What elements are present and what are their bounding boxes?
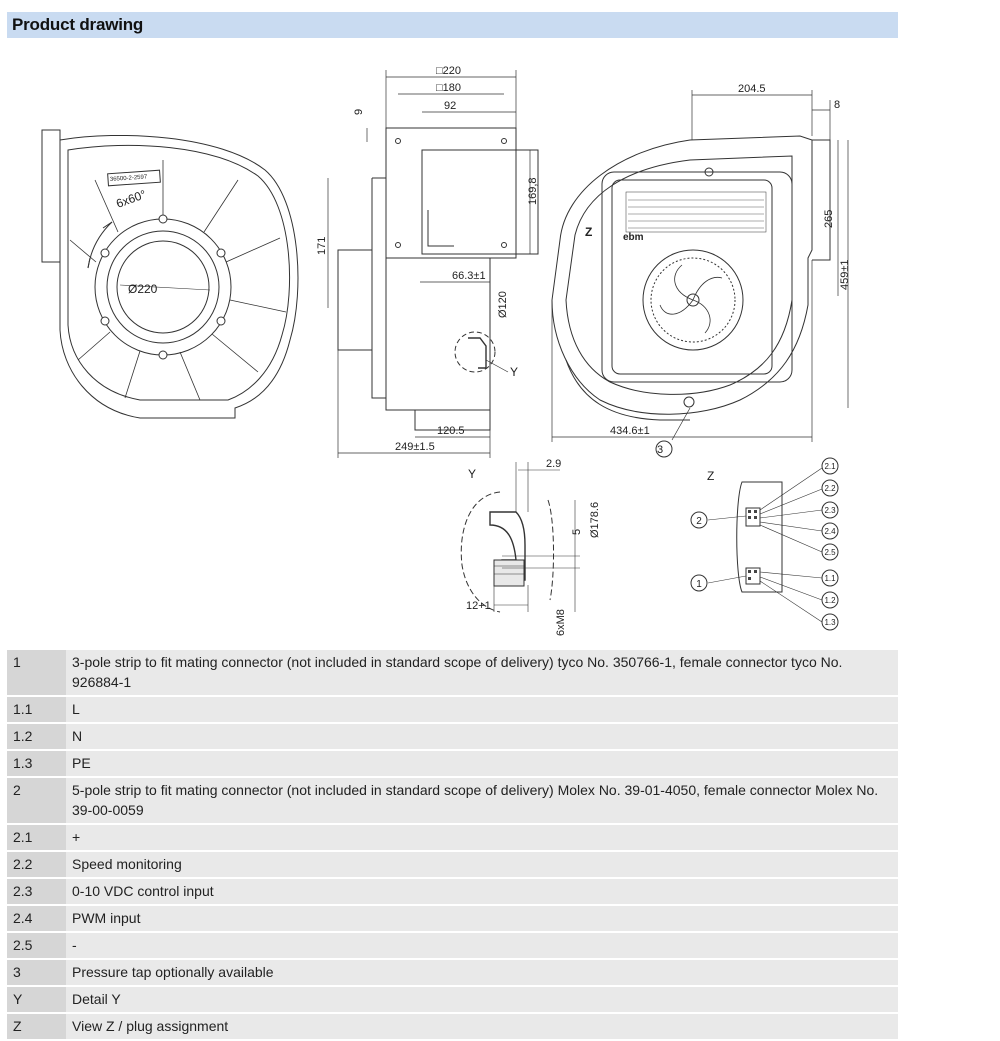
dim-459: 459±1 (839, 259, 851, 290)
dim-5: 5 (571, 529, 583, 535)
side-view (337, 127, 539, 431)
dim-169-8: 169,8 (527, 177, 539, 205)
view-z-title: Z (707, 469, 714, 483)
legend-key: 2.4 (7, 905, 66, 932)
dim-204-5: 204.5 (738, 83, 766, 95)
legend-description: View Z / plug assignment (66, 1013, 898, 1040)
legend-description: 0-10 VDC control input (66, 878, 898, 905)
view-z (655, 440, 839, 631)
legend-key: 2.3 (7, 878, 66, 905)
legend-key: 2 (7, 777, 66, 824)
drawing-labels: □220 □180 92 9 169,8 171 66.3±1 Ø120 120… (110, 65, 851, 636)
callout-2-5: 2.5 (824, 548, 836, 557)
legend-description: L (66, 696, 898, 723)
part-number: 36500-2-2597 (110, 174, 148, 183)
dim-120: Ø120 (497, 291, 509, 318)
dim-434-6: 434.6±1 (610, 425, 650, 437)
dim-m8: 6xM8 (555, 609, 567, 636)
callout-1: 1 (696, 579, 702, 590)
legend-description: PWM input (66, 905, 898, 932)
dim-8: 8 (834, 99, 840, 111)
legend-description: Pressure tap optionally available (66, 959, 898, 986)
legend-key: 1.3 (7, 750, 66, 777)
dim-92: 92 (444, 100, 456, 112)
section-title: Product drawing (12, 15, 144, 34)
dim-220: Ø220 (128, 282, 158, 296)
detail-y-title: Y (468, 467, 476, 481)
callout-3: 3 (657, 444, 663, 456)
dim-sq180: □180 (436, 82, 461, 94)
technical-drawing: □220 □180 92 9 169,8 171 66.3±1 Ø120 120… (41, 65, 851, 636)
legend-description: N (66, 723, 898, 750)
label-z-marker: Z (585, 225, 592, 239)
legend-key: 3 (7, 959, 66, 986)
legend-row: 2.1+ (7, 824, 898, 851)
housing-view (551, 135, 831, 441)
legend-description: Speed monitoring (66, 851, 898, 878)
callout-1-2: 1.2 (824, 596, 836, 605)
section-header: Product drawing (7, 12, 898, 38)
dim-265: 265 (823, 210, 835, 228)
dim-120-5: 120.5 (437, 425, 465, 437)
legend-key: 2.5 (7, 932, 66, 959)
label-y-marker: Y (510, 365, 518, 379)
legend-key: 2.1 (7, 824, 66, 851)
dim-2-9: 2.9 (546, 458, 561, 470)
callout-1-1: 1.1 (824, 574, 836, 583)
legend-description: + (66, 824, 898, 851)
legend-description: - (66, 932, 898, 959)
legend-description: 5-pole strip to fit mating connector (no… (66, 777, 898, 824)
callout-2-1: 2.1 (824, 462, 836, 471)
dim-9: 9 (353, 109, 365, 115)
legend-description: PE (66, 750, 898, 777)
callout-2-2: 2.2 (824, 484, 836, 493)
front-view (41, 129, 299, 419)
callout-2-4: 2.4 (824, 527, 836, 536)
legend-description: 3-pole strip to fit mating connector (no… (66, 650, 898, 696)
detail-y (460, 462, 580, 613)
legend-key: 1.1 (7, 696, 66, 723)
legend-key: 1 (7, 650, 66, 696)
dim-249: 249±1.5 (395, 441, 435, 453)
dim-angle: 6x60° (114, 187, 148, 211)
brand-logo-text: ebm (623, 232, 644, 243)
dim-12: 12+1 (466, 600, 491, 612)
legend-row: 2.5- (7, 932, 898, 959)
legend-key: Z (7, 1013, 66, 1040)
dimension-lines (327, 70, 849, 458)
dim-66-3: 66.3±1 (452, 270, 486, 282)
dim-178-6: Ø178.6 (589, 502, 601, 538)
callout-2: 2 (696, 516, 702, 527)
dim-sq220: □220 (436, 65, 461, 77)
callout-2-3: 2.3 (824, 506, 836, 515)
legend-key: 2.2 (7, 851, 66, 878)
dim-171: 171 (316, 237, 328, 255)
callout-1-3: 1.3 (824, 618, 836, 627)
legend-key: 1.2 (7, 723, 66, 750)
